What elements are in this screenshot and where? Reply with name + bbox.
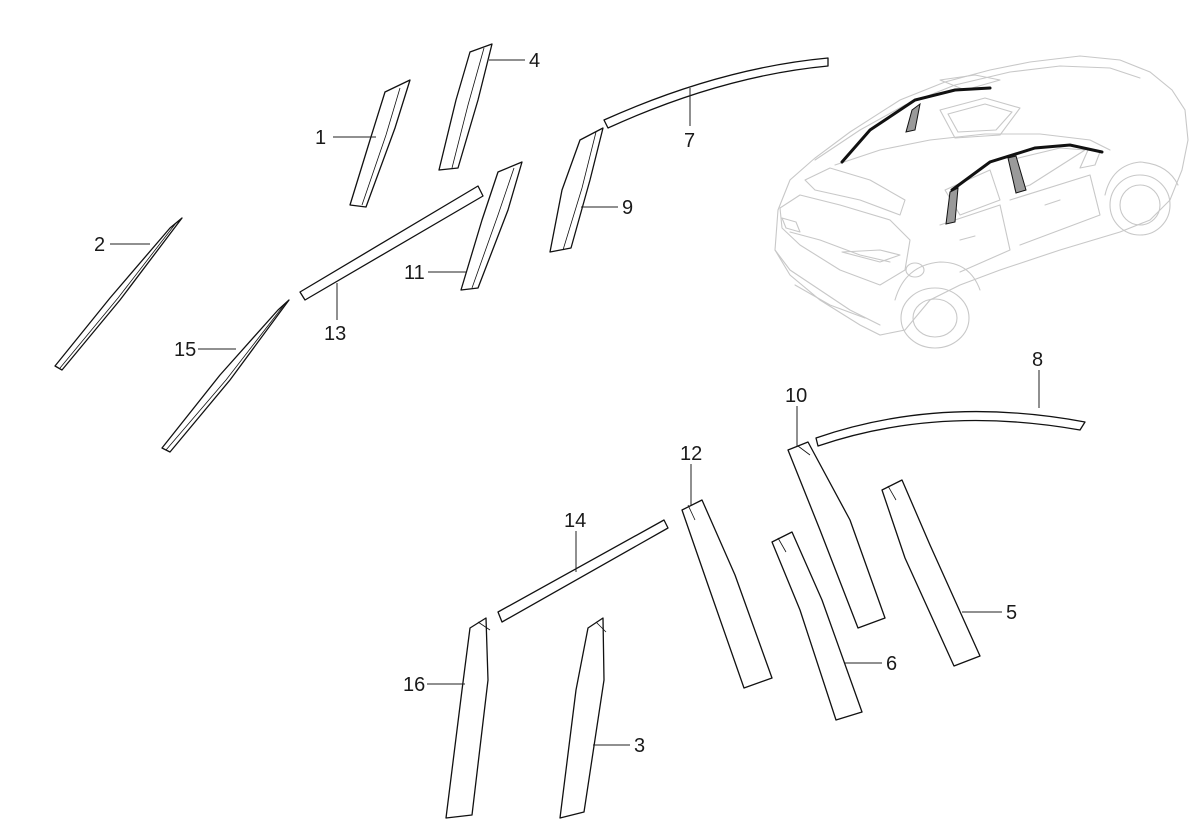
part-1-edge	[361, 87, 401, 206]
part-2-edge	[59, 222, 177, 369]
callout-11: 11	[404, 262, 425, 284]
callout-5: 5	[1006, 602, 1017, 624]
callout-12: 12	[680, 443, 702, 465]
part-4-edge	[451, 47, 485, 169]
part-5-pillar-trim	[881, 479, 981, 667]
part-10-tip	[797, 445, 811, 456]
part-4-pillar-trim	[438, 43, 493, 171]
part-6-pillar-trim	[771, 531, 863, 721]
part-11-pillar-trim	[460, 161, 523, 291]
vehicle-roof-trim-right	[950, 143, 1104, 192]
part-6-tip	[777, 537, 787, 553]
part-5-tip	[887, 485, 897, 501]
vehicle-pillar-right-b	[1007, 155, 1027, 194]
callout-1: 1	[315, 127, 326, 149]
leader-lines	[110, 59, 1040, 746]
callout-10: 10	[785, 385, 807, 407]
part-16-tip	[477, 621, 491, 631]
part-12-tip	[687, 504, 696, 521]
part-13-roof-trim	[299, 185, 484, 301]
callout-2: 2	[94, 234, 105, 256]
part-10-pillar-trim	[787, 441, 886, 629]
part-2-a-pillar-trim	[54, 217, 183, 371]
vehicle-pillar-left	[905, 102, 921, 133]
callout-7: 7	[684, 130, 695, 152]
callout-labels: 1 2 3 4 5 6 7 8 9 10 11 12 13 14 15 16	[94, 50, 1043, 757]
callout-16: 16	[403, 674, 425, 696]
part-15-a-pillar-trim	[161, 299, 290, 453]
part-9-pillar-trim	[549, 127, 604, 253]
callout-4: 4	[529, 50, 540, 72]
callout-8: 8	[1032, 349, 1043, 371]
part-1-pillar-trim	[349, 79, 411, 208]
callout-13: 13	[324, 323, 346, 345]
vehicle-illustration	[774, 55, 1189, 349]
part-7-roof-trim	[603, 57, 829, 129]
part-3-pillar-trim	[559, 617, 605, 819]
vehicle-roof-trim-left	[840, 86, 992, 164]
part-11-edge	[471, 167, 515, 289]
callout-9: 9	[622, 197, 633, 219]
part-9-edge	[562, 131, 597, 251]
callout-3: 3	[634, 735, 645, 757]
part-15-edge	[165, 304, 285, 451]
part-3-tip	[595, 621, 607, 633]
trim-parts	[54, 43, 1086, 819]
callout-14: 14	[564, 510, 586, 532]
part-14-roof-trim	[497, 519, 669, 623]
part-12-pillar-trim	[681, 499, 773, 689]
callout-6: 6	[886, 653, 897, 675]
vehicle-pillar-right-c	[945, 187, 959, 225]
part-8-roof-trim	[815, 410, 1086, 447]
part-16-pillar-trim	[445, 617, 489, 819]
callout-15: 15	[174, 339, 196, 361]
